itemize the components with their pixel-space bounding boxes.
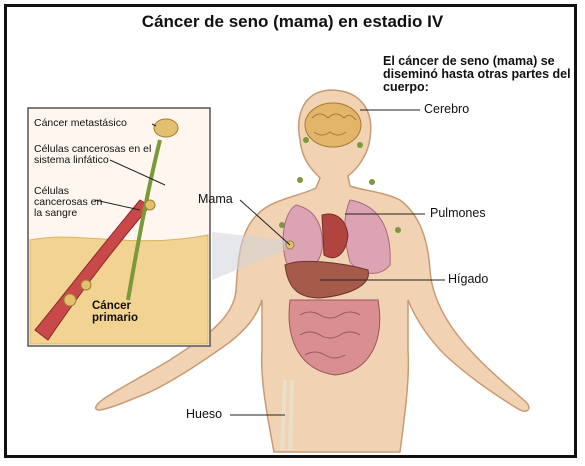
label-hueso: Hueso [186, 407, 222, 421]
metastatic-cluster [154, 119, 178, 137]
label-pulmones: Pulmones [430, 206, 486, 220]
diagram-subtitle: El cáncer de seno (mama) se diseminó has… [383, 55, 573, 94]
diagram-title: Cáncer de seno (mama) en estadio IV [0, 12, 585, 32]
label-mama: Mama [198, 192, 233, 206]
inset-label-metastatic: Cáncer metastásico [34, 118, 152, 129]
label-cerebro: Cerebro [424, 102, 469, 116]
brain-organ [305, 103, 361, 147]
inset-label-blood: Células cancerosas en la sangre [34, 186, 104, 219]
inset-label-lymphatic: Células cancerosas en el sistema linfáti… [34, 144, 154, 166]
inset-label-primary: Cáncer primario [92, 300, 162, 324]
label-higado: Hígado [448, 272, 488, 286]
